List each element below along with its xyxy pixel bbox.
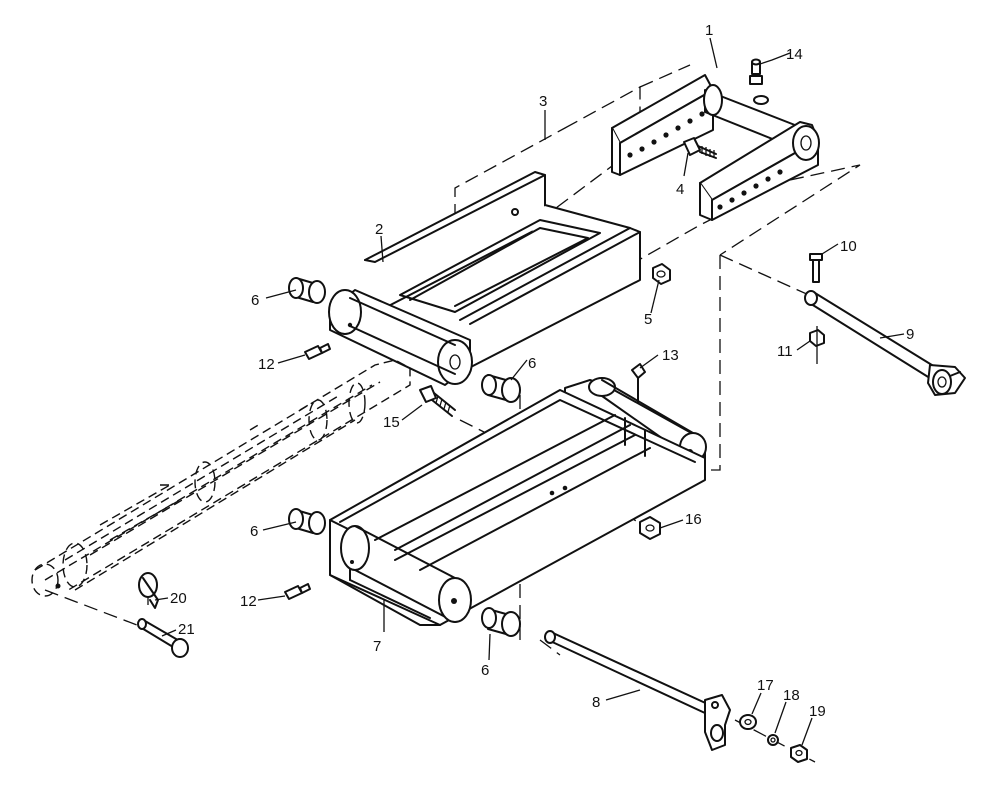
part-4-bolt — [683, 137, 717, 159]
part-8-pin — [544, 630, 731, 751]
callout-8: 8 — [592, 694, 600, 711]
part-2-upper-link — [328, 171, 641, 386]
callout-15: 15 — [383, 414, 400, 431]
callout-6: 6 — [250, 523, 258, 540]
part-17-washer — [739, 714, 757, 730]
callout-6: 6 — [528, 355, 536, 372]
callout-leader-lines — [154, 37, 905, 746]
callout-10: 10 — [840, 238, 857, 255]
callout-6: 6 — [251, 292, 259, 309]
callout-9: 9 — [906, 326, 914, 343]
callout-16: 16 — [685, 511, 702, 528]
callout-labels: 1 2 3 4 5 6 6 6 6 7 8 9 10 11 12 12 13 1… — [170, 22, 914, 720]
callout-14: 14 — [786, 46, 803, 63]
part-18-washer — [767, 734, 779, 746]
callout-1: 1 — [705, 22, 713, 39]
part-21-pin — [137, 618, 189, 658]
callout-18: 18 — [783, 687, 800, 704]
part-6-bushing — [288, 508, 326, 535]
callout-19: 19 — [809, 703, 826, 720]
part-16-nut — [639, 516, 661, 540]
callout-13: 13 — [662, 347, 679, 364]
callout-12: 12 — [240, 593, 257, 610]
callout-7: 7 — [373, 638, 381, 655]
part-9-pin — [804, 290, 966, 396]
callout-21: 21 — [178, 621, 195, 638]
part-20-lynch-pin — [138, 572, 159, 609]
part-14-grease-nipple — [749, 58, 769, 105]
part-11-nut — [809, 326, 825, 364]
callout-5: 5 — [644, 311, 652, 328]
callout-17: 17 — [757, 677, 774, 694]
callout-3: 3 — [539, 93, 547, 110]
callout-2: 2 — [375, 221, 383, 238]
part-15-bolt — [419, 385, 456, 417]
part-12-grease-nipple — [284, 583, 311, 600]
part-7-lower-link — [329, 377, 707, 626]
part-12-grease-nipple — [304, 343, 331, 360]
part-6-bushing — [481, 374, 521, 403]
callout-11: 11 — [777, 343, 793, 360]
part-10-bolt — [809, 253, 823, 283]
part-6-bushing — [481, 607, 521, 637]
part-19-nut — [790, 744, 808, 763]
callout-12: 12 — [258, 356, 275, 373]
part-5-nut — [652, 263, 671, 285]
part-1-upper-yoke — [611, 74, 820, 221]
callout-4: 4 — [676, 181, 684, 198]
callout-20: 20 — [170, 590, 187, 607]
hydraulic-cylinder-phantom — [31, 359, 411, 597]
callout-6: 6 — [481, 662, 489, 679]
